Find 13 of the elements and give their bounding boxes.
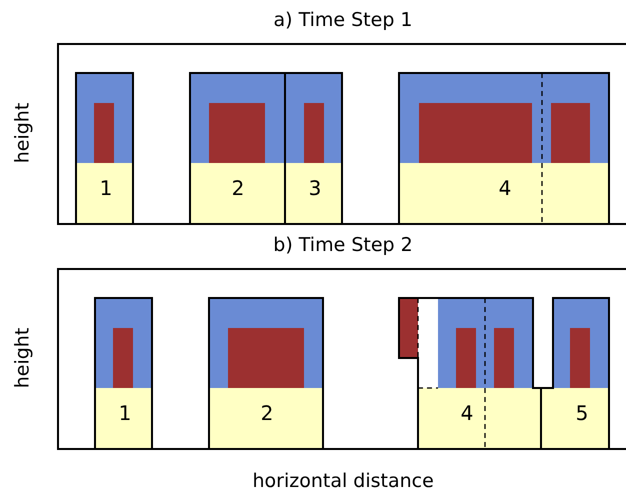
block-number: 4 <box>498 177 512 199</box>
block-number: 5 <box>576 402 588 424</box>
block-number: 3 <box>308 177 322 199</box>
block-number: 2 <box>260 402 274 424</box>
panel-title: b) Time Step 2 <box>273 234 413 256</box>
block-number: 1 <box>100 177 112 199</box>
axis-label: height <box>10 328 33 388</box>
axis-label: horizontal distance <box>252 470 434 492</box>
block-number: 4 <box>460 402 474 424</box>
panel-title: a) Time Step 1 <box>273 9 413 31</box>
block-number: 2 <box>232 177 244 199</box>
axis-label: height <box>10 102 33 164</box>
block-number: 1 <box>118 402 132 424</box>
